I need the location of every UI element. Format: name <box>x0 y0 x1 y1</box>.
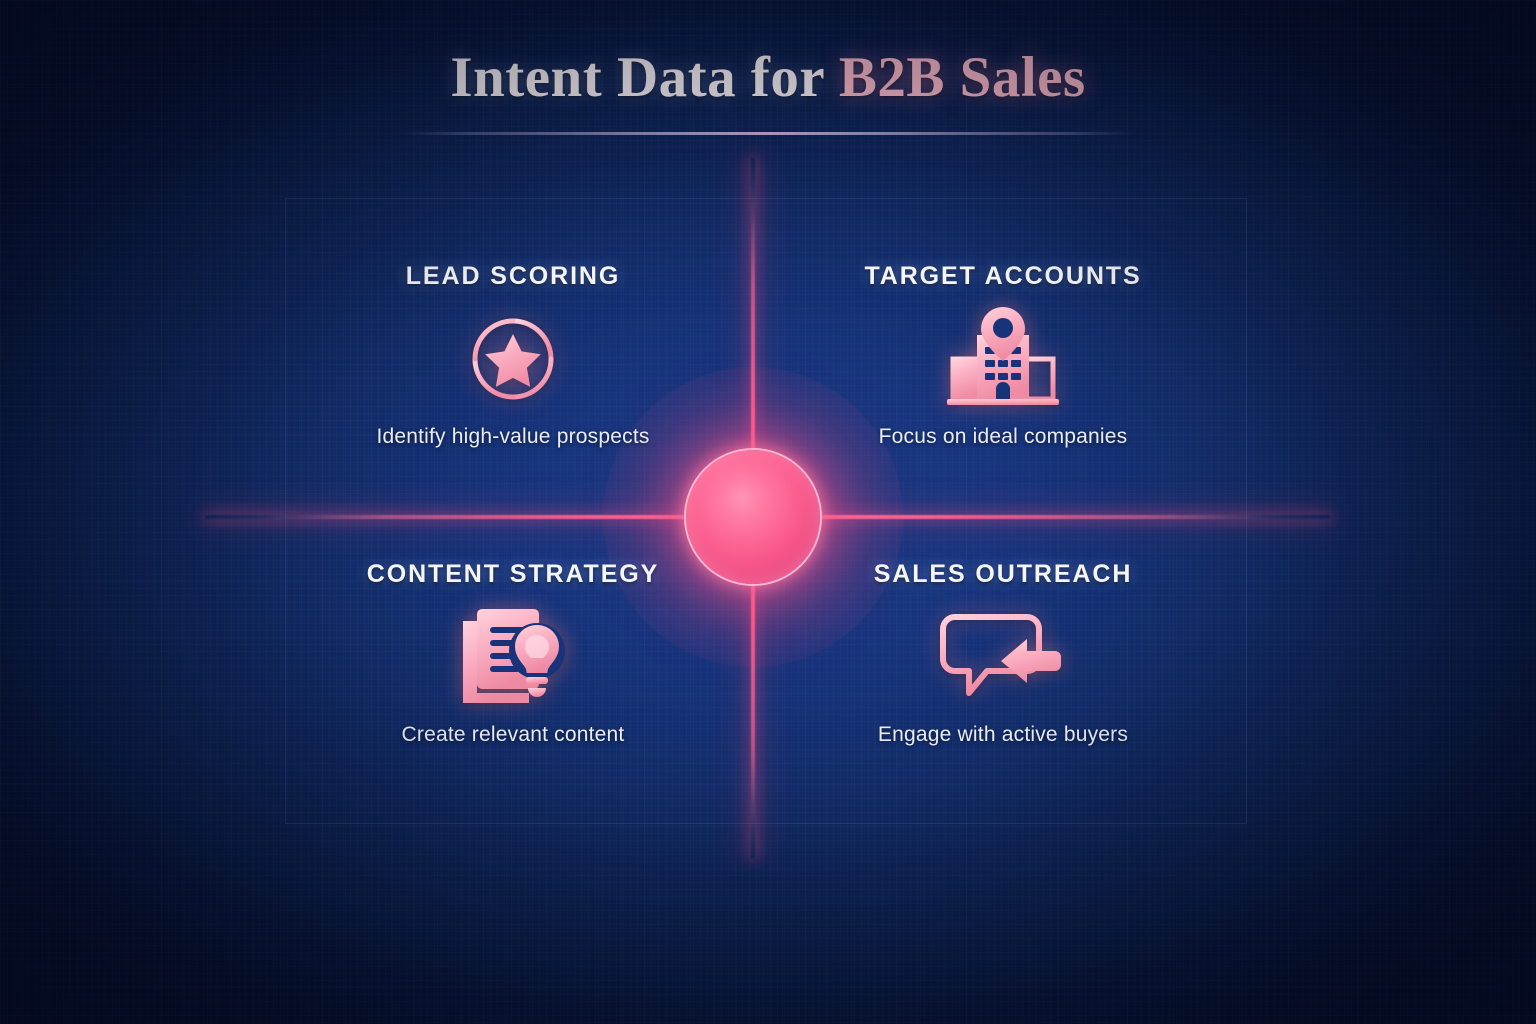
quadrant-caption-target-accounts: Focus on ideal companies <box>878 425 1128 448</box>
quadrant-target-accounts: TARGET ACCOUNTS <box>793 262 1213 449</box>
speech-bubble-arrow-icon <box>793 603 1213 711</box>
quadrant-caption-sales-outreach: Engage with active buyers <box>877 723 1129 746</box>
quadrant-lead-scoring: LEAD SCORING <box>303 262 723 449</box>
page-title-main: Intent Data for <box>450 46 839 109</box>
page-title: Intent Data for B2B Sales <box>0 48 1536 108</box>
title-underline-divider <box>400 131 1136 135</box>
quadrant-title-lead-scoring: LEAD SCORING <box>405 262 621 290</box>
quadrant-title-content-strategy: CONTENT STRATEGY <box>366 560 660 588</box>
target-star-icon <box>303 305 723 413</box>
quadrant-sales-outreach: SALES OUTREACH <box>793 560 1213 747</box>
page-title-accent: B2B Sales <box>838 46 1086 109</box>
quadrant-caption-lead-scoring: Identify high-value prospects <box>376 425 650 448</box>
quadrant-title-sales-outreach: SALES OUTREACH <box>873 560 1133 588</box>
title-block: Intent Data for B2B Sales <box>0 48 1536 135</box>
buildings-location-pin-icon <box>793 305 1213 413</box>
document-lightbulb-icon <box>303 603 723 711</box>
quadrant-title-target-accounts: TARGET ACCOUNTS <box>864 262 1142 290</box>
quadrant-content-strategy: CONTENT STRATEGY <box>303 560 723 747</box>
quadrant-caption-content-strategy: Create relevant content <box>401 723 625 746</box>
